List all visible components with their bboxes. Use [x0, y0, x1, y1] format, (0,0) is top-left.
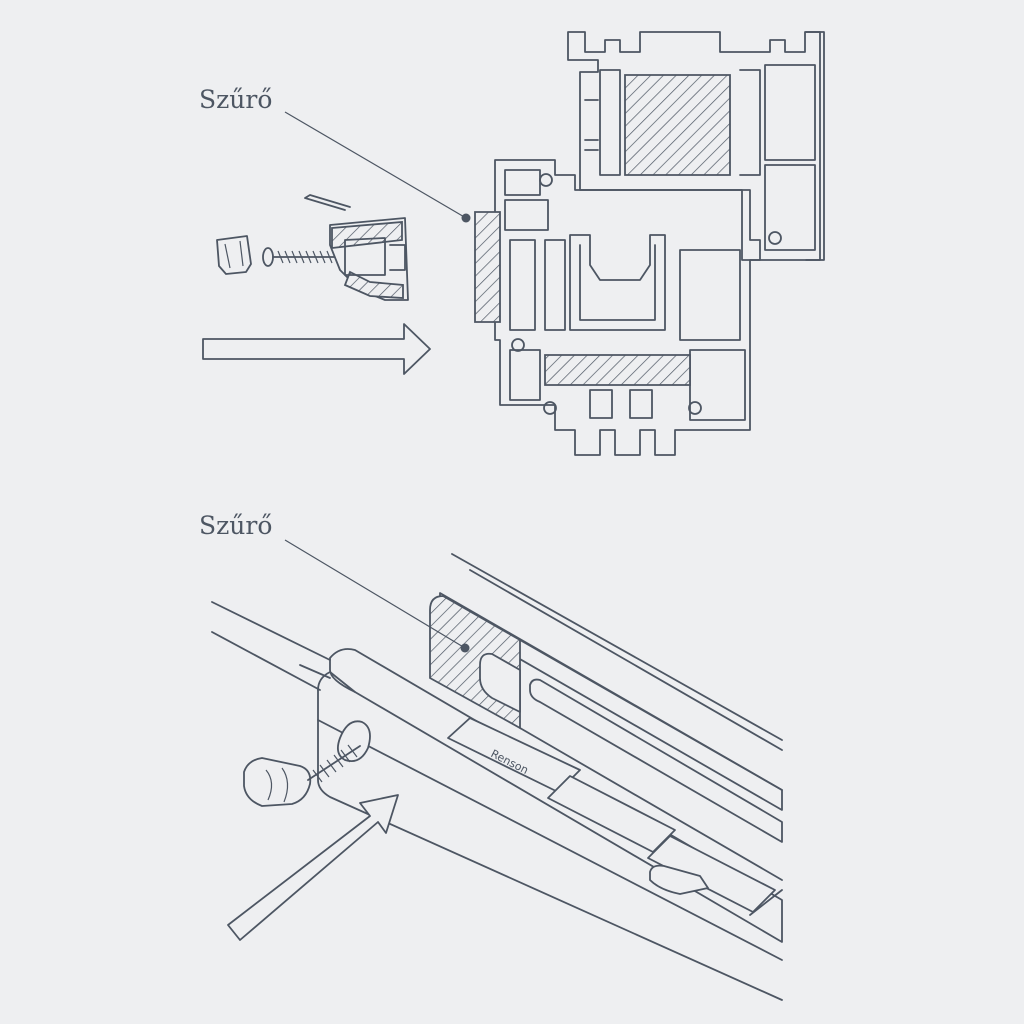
filter-assembly-exploded	[216, 194, 409, 301]
sash-reinforcement-hatch	[624, 74, 731, 176]
callout-dot-icon	[461, 213, 471, 223]
callout-leader-top	[284, 111, 471, 223]
callout-leader-bottom	[284, 539, 470, 653]
filter-cap-icon	[243, 757, 312, 807]
rail-slot-2	[547, 775, 676, 853]
callout-dot-icon	[460, 643, 470, 653]
rail-perspective-view: Renson	[211, 553, 783, 1001]
frame-reinforcement-hatch	[544, 354, 691, 386]
rail-clip-icon	[649, 864, 709, 895]
filter-cap-icon	[216, 235, 252, 275]
window-profile-cross-section	[474, 31, 825, 456]
arrow-up-right-icon	[227, 794, 399, 941]
filter-label-top: Szűrő	[199, 85, 273, 114]
arrow-right-icon	[202, 323, 431, 375]
filter-label-bottom: Szűrő	[199, 511, 273, 540]
filter-screw-cap	[243, 744, 361, 807]
rail-slot-3	[647, 835, 776, 913]
rail-slot-1	[447, 717, 581, 793]
filter-pad-section	[474, 211, 501, 323]
